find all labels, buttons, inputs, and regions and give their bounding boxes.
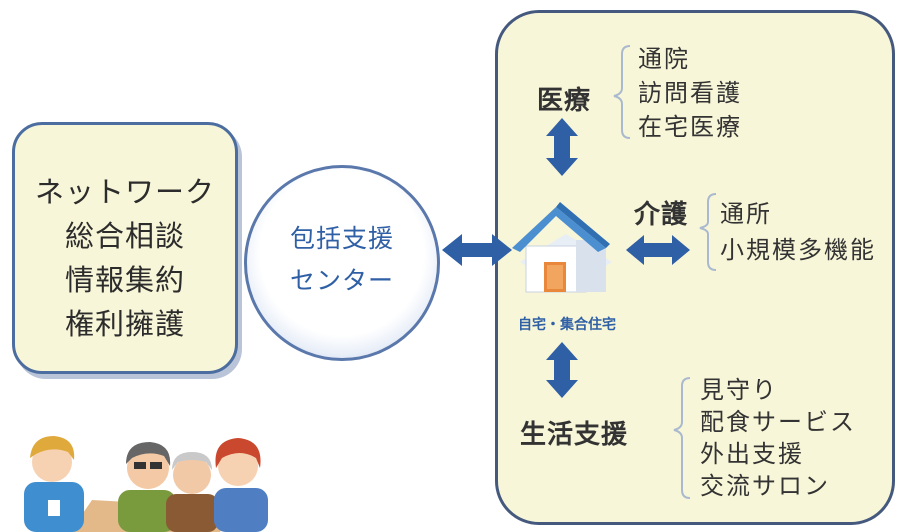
medical-item: 通院: [638, 45, 690, 73]
medical-list: 通院 訪問看護 在宅医療: [638, 42, 742, 144]
care-list: 通所 小規模多機能: [720, 196, 876, 268]
care-bracket: [699, 193, 717, 271]
care-label: 介護: [634, 200, 689, 230]
life-support-label: 生活支援: [520, 420, 629, 450]
center-line-1: 包括支援: [289, 224, 394, 253]
arrow-home-to-care: [626, 235, 690, 265]
house-icon: [512, 202, 612, 293]
home-caption: 自宅・集合住宅: [518, 317, 616, 333]
support-center-circle: [244, 165, 440, 361]
life-item: 交流サロン: [700, 472, 830, 500]
medical-item: 訪問看護: [638, 79, 742, 107]
life-item: 配食サービス: [700, 408, 856, 436]
arrow-home-to-life: [546, 342, 578, 398]
medical-bracket: [613, 45, 631, 139]
care-item: 通所: [720, 200, 772, 228]
left-line-2: 総合相談: [64, 219, 185, 253]
left-line-1: ネットワーク: [34, 175, 215, 209]
care-item: 小規模多機能: [720, 236, 876, 264]
left-line-4: 権利擁護: [64, 307, 185, 341]
medical-label: 医療: [537, 86, 592, 116]
medical-item: 在宅医療: [638, 113, 742, 141]
arrow-center-to-home: [442, 234, 512, 266]
network-box-text: ネットワーク 総合相談 情報集約 権利擁護: [12, 170, 238, 346]
network-box: [12, 122, 238, 374]
center-line-2: センター: [289, 266, 394, 295]
left-line-3: 情報集約: [64, 263, 185, 297]
support-center-text: 包括支援 センター: [244, 218, 440, 302]
life-item: 見守り: [700, 376, 778, 404]
arrow-medical-to-home: [546, 118, 578, 176]
life-bracket: [673, 377, 691, 499]
people-illustration: [24, 436, 268, 532]
life-support-list: 見守り 配食サービス 外出支援 交流サロン: [700, 374, 856, 502]
life-item: 外出支援: [700, 440, 804, 468]
